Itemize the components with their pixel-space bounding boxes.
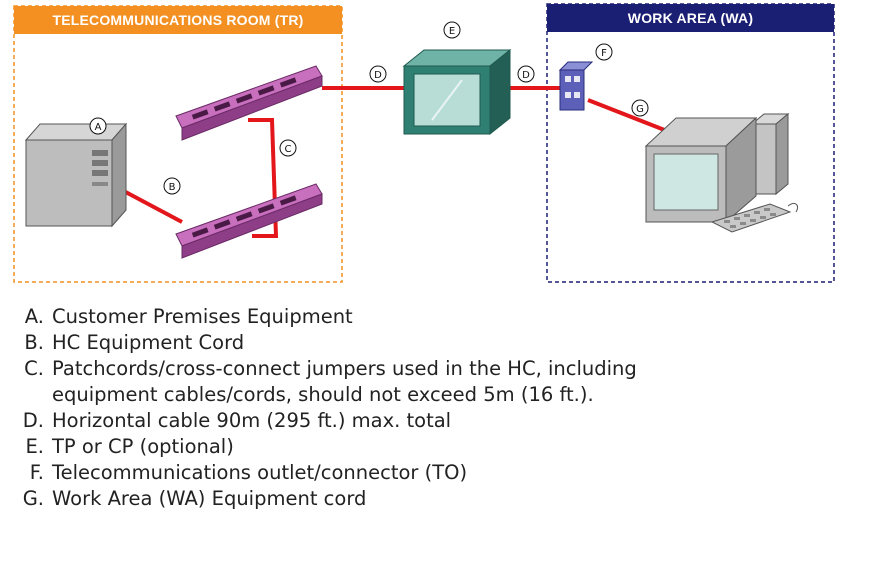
legend-item-d: D. Horizontal cable 90m (295 ft.) max. t…	[12, 408, 637, 434]
legend-letter: F.	[29, 461, 44, 484]
badge-d-right-label: D	[522, 70, 530, 81]
server-tower-icon	[24, 122, 128, 228]
legend-letter: B.	[24, 331, 44, 354]
legend-text-line-2: equipment cables/cords, should not excee…	[52, 383, 594, 406]
legend-item-e: E. TP or CP (optional)	[12, 434, 637, 460]
cabling-diagram: A B C D E D F G	[13, 3, 835, 283]
patch-panel-lower	[175, 183, 323, 259]
legend-item-c: C. Patchcords/cross-connect jumpers used…	[12, 356, 637, 408]
legend-text: Horizontal cable 90m (295 ft.) max. tota…	[52, 409, 452, 432]
desktop-computer-icon	[644, 112, 799, 233]
legend-letter: G.	[22, 487, 44, 510]
badge-g: G	[631, 99, 649, 117]
legend-text: Telecommunications outlet/connector (TO)	[52, 461, 468, 484]
legend-item-g: G. Work Area (WA) Equipment cord	[12, 486, 637, 512]
badge-g-label: G	[636, 104, 644, 115]
badge-d-left: D	[369, 65, 387, 83]
legend-letter: D.	[22, 409, 44, 432]
badge-b-label: B	[169, 182, 176, 193]
badge-a: A	[89, 117, 107, 135]
legend-text: TP or CP (optional)	[52, 435, 234, 458]
badge-c-label: C	[285, 144, 292, 155]
legend-item-f: F. Telecommunications outlet/connector (…	[12, 460, 637, 486]
wall-outlet-icon	[558, 61, 594, 111]
legend-item-b: B. HC Equipment Cord	[12, 330, 637, 356]
wa-region-title: WORK AREA (WA)	[547, 4, 834, 32]
badge-e: E	[443, 21, 461, 39]
badge-a-label: A	[95, 122, 102, 133]
legend-text: Customer Premises Equipment	[52, 305, 353, 328]
patch-panel-upper	[175, 65, 323, 141]
legend-letter: A.	[24, 305, 44, 328]
tr-region-title: TELECOMMUNICATIONS ROOM (TR)	[14, 6, 342, 34]
legend: A. Customer Premises Equipment B. HC Equ…	[12, 304, 637, 512]
badge-d-right: D	[517, 65, 535, 83]
consolidation-point-box-icon	[402, 48, 512, 136]
cable-c	[248, 118, 279, 238]
legend-text-line-1: Patchcords/cross-connect jumpers used in…	[52, 357, 637, 380]
badge-e-label: E	[449, 26, 455, 37]
badge-f-label: F	[601, 48, 607, 59]
legend-letter: C.	[24, 357, 44, 380]
legend-text: Work Area (WA) Equipment cord	[52, 487, 367, 510]
badge-b: B	[163, 177, 181, 195]
legend-item-a: A. Customer Premises Equipment	[12, 304, 637, 330]
badge-f: F	[595, 43, 613, 61]
badge-d-left-label: D	[374, 70, 382, 81]
legend-letter: E.	[25, 435, 44, 458]
legend-text: HC Equipment Cord	[52, 331, 245, 354]
cable-b	[117, 186, 183, 224]
badge-c: C	[279, 139, 297, 157]
